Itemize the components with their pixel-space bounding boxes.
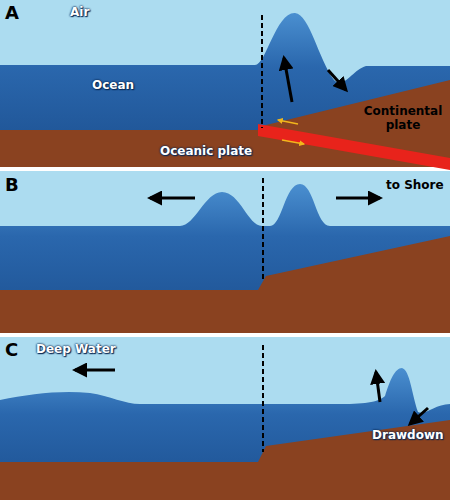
panel-b: [0, 171, 450, 333]
panel-c: [0, 337, 450, 500]
panel-a: [0, 0, 450, 170]
region-label: Air: [70, 5, 89, 19]
panel-letter: A: [5, 3, 19, 23]
panel-letter: C: [5, 340, 18, 360]
wave-label: Drawdown: [372, 428, 444, 442]
direction-label: to Shore: [386, 178, 444, 192]
region-label: Ocean: [92, 78, 134, 92]
plate-label: Oceanic plate: [160, 144, 252, 158]
direction-label: Deep Water: [36, 342, 116, 356]
plate-label: Continental plate: [360, 104, 446, 132]
panel-letter: B: [5, 175, 19, 195]
